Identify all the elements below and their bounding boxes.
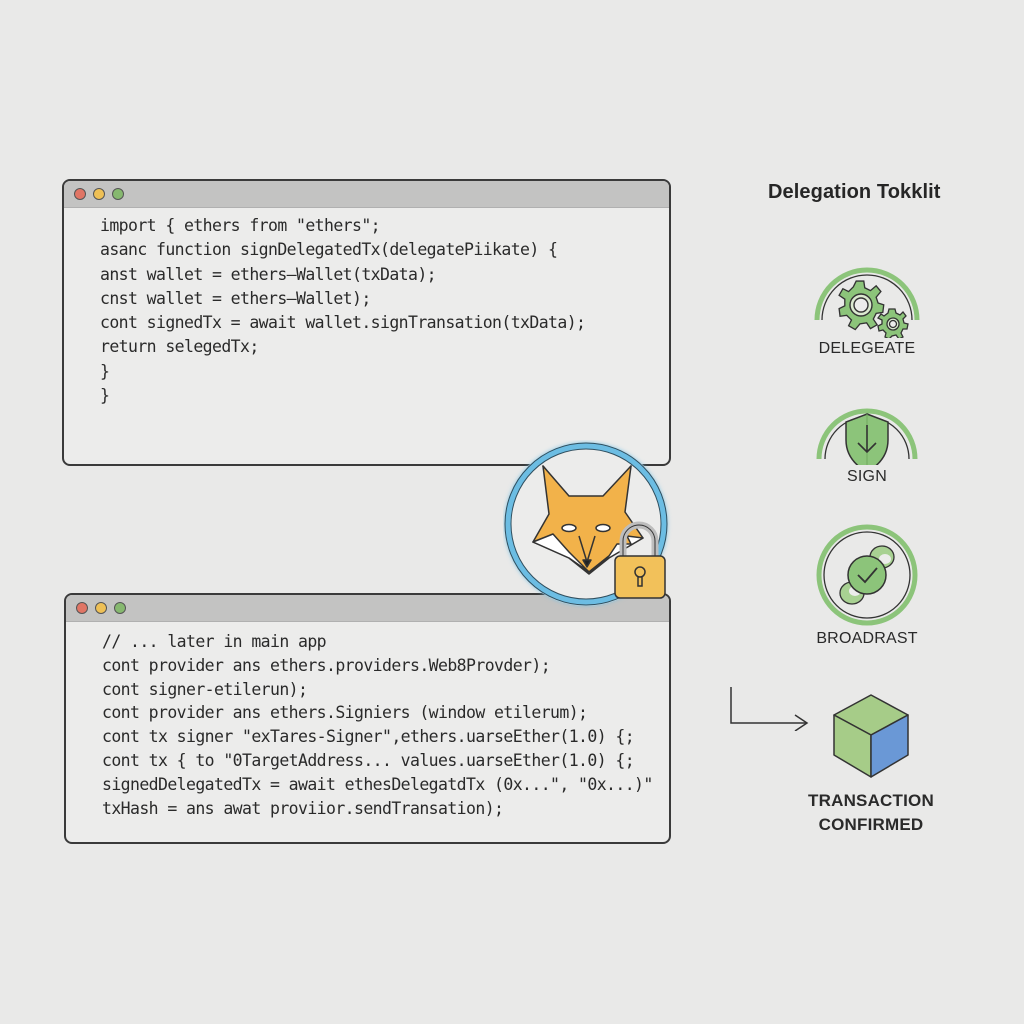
shield-arrow-icon [816,408,918,465]
code-line: cnst wallet = ethers–Wallet); [100,288,371,308]
broadcast-check-icon [816,524,918,626]
code-line: cont signedTx = await wallet.signTransat… [100,313,586,333]
code-line: cont tx { to "0TargetAddress... values.u… [102,750,635,770]
confirmed-line-1: TRANSACTION [808,791,934,810]
code-line: } [100,361,110,381]
confirmed-line-2: CONFIRMED [818,815,924,834]
code-line: txHash = ans awat proviior.sendTransatio… [102,798,504,818]
code-line: cont provider ans ethers.Signiers (windo… [102,703,588,723]
code-block: // ... later in main app cont provider an… [66,622,669,820]
transaction-confirmed-label: TRANSACTION CONFIRMED [781,789,961,837]
code-line: signedDelegatedTx = await ethesDelegatdT… [102,774,653,794]
step-broadcast: BROADRAST [767,523,967,648]
toolkit-title: Delegation Tokklit [768,181,941,203]
window-minimize-button[interactable] [95,602,107,614]
wallet-badge [503,440,673,610]
code-line: } [100,386,110,406]
step-label: BROADRAST [816,630,918,647]
step-label: SIGN [847,468,887,485]
step-delegate: DELEGEATE [767,258,967,358]
code-line: cont provider ans ethers.providers.Web8P… [102,655,551,675]
padlock-icon [614,521,666,599]
gears-icon [814,267,920,338]
window-maximize-button[interactable] [114,602,126,614]
window-close-button[interactable] [76,602,88,614]
code-line: anst wallet = ethers–Wallet(txData); [100,264,437,284]
step-label: DELEGEATE [818,340,916,357]
window-titlebar [64,181,669,208]
step-sign: SIGN [767,395,967,486]
code-line: return selegedTx; [100,337,259,357]
code-block: import { ethers from "ethers"; asanc func… [64,208,669,408]
block-cube-icon [833,694,909,778]
code-line: cont tx signer "exTares-Signer",ethers.u… [102,727,635,747]
window-maximize-button[interactable] [112,188,124,200]
code-line: import { ethers from "ethers"; [100,216,381,235]
code-line: asanc function signDelegatedTx(delegateP… [100,240,558,260]
code-line: // ... later in main app [102,632,327,651]
window-close-button[interactable] [74,188,86,200]
fox-with-padlock-icon [504,442,668,606]
code-window-sign-function: import { ethers from "ethers"; asanc func… [62,179,671,466]
flow-arrow-icon [730,687,809,731]
window-minimize-button[interactable] [93,188,105,200]
code-line: cont signer-etilerun); [102,679,308,699]
fox-icon [532,465,644,575]
code-window-main-app: // ... later in main app cont provider an… [64,593,671,844]
